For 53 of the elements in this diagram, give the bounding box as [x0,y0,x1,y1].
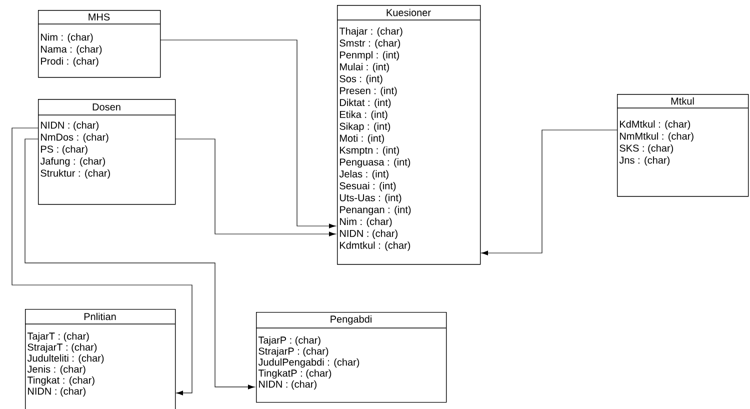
attribute-text: Jafung : (char) [40,157,105,167]
attribute-text: Jenis : (char) [27,365,86,375]
attribute-text: Sesuai : (int) [340,182,396,192]
attribute-text: Kdmtkul : (char) [340,242,410,251]
attribute-text: Presen : (int) [340,86,397,96]
attribute-text: TingkatP : (char) [258,369,332,379]
attribute-text: NIDN : (char) [259,380,316,390]
attribute-text: Jelas : (int) [339,170,388,180]
attribute-text: NIDN : (char) [340,230,398,239]
attribute-text: Uts-Uas : (int) [340,194,402,204]
attribute-text: NIDN : (char) [28,387,86,397]
attribute-text: Struktur : (char) [40,169,110,179]
entity-name: Pengabdi [330,315,372,325]
arrow [24,138,255,390]
attribute-text: Nim : (char) [41,33,93,43]
attribute-text: Jns : (char) [619,156,670,166]
attribute-text: Nim : (char) [340,218,392,228]
entity-name: Mtkul [671,97,694,105]
attribute-text: Etika : (int) [340,110,388,120]
attribute-text: Judulteliti : (char) [27,354,104,364]
attribute-text: Tingkat : (char) [27,376,94,386]
attribute-text: NmDos : (char) [41,133,108,143]
entity-name: Dosen [92,104,120,110]
attribute-text: TajarT : (char) [27,332,89,342]
attribute-text: Sos : (int) [340,74,382,84]
attribute-text: StrajarT : (char) [28,343,97,353]
attribute-text: SKS : (char) [620,144,674,154]
entity-name: Kuesioner [386,8,431,16]
attribute-text: Diktat : (int) [340,98,391,108]
entity-name: Pnlitian [84,312,116,320]
attribute-text: Penmpl : (int) [340,51,399,60]
attribute-text: Ksmptn : (int) [340,146,399,156]
arrow [12,128,192,396]
attribute-text: JudulPengabdi : (char) [258,358,360,368]
attribute-text: KdMtkul : (char) [620,120,690,130]
attribute-text: Prodi : (char) [41,57,98,67]
attribute-text: NIDN : (char) [41,121,98,131]
attribute-text: NmMtkul : (char) [620,132,694,142]
attribute-text: Mulai : (int) [340,63,389,72]
attribute-text: PS : (char) [41,145,88,155]
arrow [174,138,336,236]
entity-name: MHS [88,13,110,21]
attribute-text: Nama : (char) [41,45,102,55]
attribute-text: Penangan : (int) [340,206,411,216]
attribute-text: TajarP : (char) [258,336,320,346]
arrow [160,40,336,228]
attribute-text: StrajarP : (char) [258,347,328,357]
attribute-text: Thajar : (char) [339,27,402,37]
attribute-text: Sikap : (int) [340,122,390,132]
attribute-text: Penguasa : (int) [340,158,410,168]
arrow [481,130,618,256]
attribute-text: Moti : (int) [340,134,384,144]
attribute-text: Smstr : (char) [340,39,400,49]
